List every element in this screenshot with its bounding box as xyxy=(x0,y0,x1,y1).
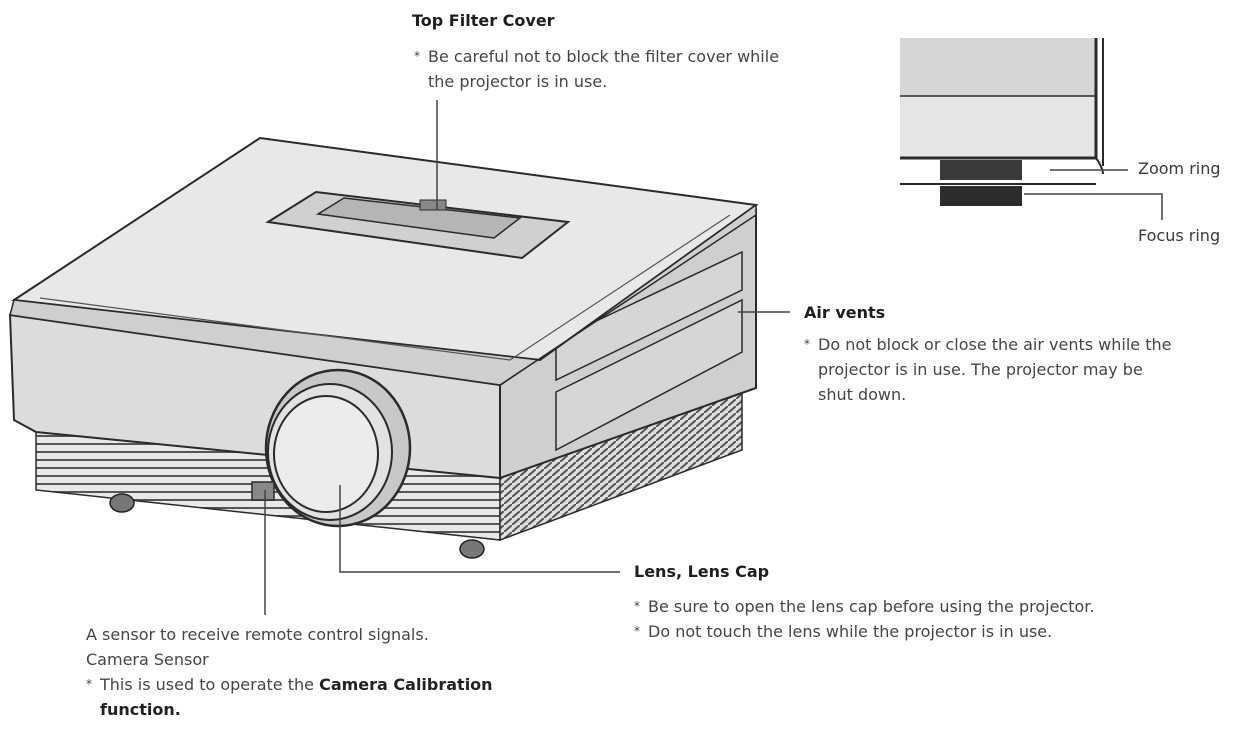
sensor-note-bold1: Camera Calibration xyxy=(319,675,493,694)
sensor-line1: A sensor to receive remote control signa… xyxy=(86,625,429,644)
note-star: * xyxy=(634,599,640,613)
lens-note1: Be sure to open the lens cap before usin… xyxy=(648,597,1095,616)
top-filter-cover-shape xyxy=(265,190,571,260)
note-star: * xyxy=(86,677,92,691)
top-filter-note-line2: the projector is in use. xyxy=(428,72,608,91)
air-vents-note-line2: projector is in use. The projector may b… xyxy=(818,360,1143,379)
sensor-note-pre: This is used to operate the xyxy=(100,675,320,694)
note-star: * xyxy=(804,337,810,351)
lens-title: Lens, Lens Cap xyxy=(634,562,770,581)
sensor-line2: Camera Sensor xyxy=(86,650,209,669)
lens-rings-inset xyxy=(900,38,1104,206)
zoom-ring-label: Zoom ring xyxy=(1138,159,1221,178)
focus-ring-label: Focus ring xyxy=(1138,226,1221,245)
air-vents-note-line3: shut down. xyxy=(818,385,907,404)
projector-feet xyxy=(109,493,485,559)
lens-assembly xyxy=(264,368,412,528)
leader-lines xyxy=(264,100,1163,615)
top-filter-cover-title: Top Filter Cover xyxy=(412,11,555,30)
note-star: * xyxy=(414,49,420,63)
lens-note2: Do not touch the lens while the projecto… xyxy=(648,622,1053,641)
note-star: * xyxy=(634,624,640,638)
air-vents-title: Air vents xyxy=(804,303,886,322)
top-filter-cover-note: * Be careful not to block the filter cove… xyxy=(414,44,874,94)
sensor-notes: A sensor to receive remote control signa… xyxy=(86,622,646,722)
camera-sensor-shape xyxy=(251,481,275,501)
air-vents-note: * Do not block or close the air vents whi… xyxy=(804,332,1254,407)
projector-top-lid xyxy=(9,136,759,386)
top-filter-note-line1: Be careful not to block the filter cover… xyxy=(428,47,780,66)
air-vents-note-line1: Do not block or close the air vents whil… xyxy=(818,335,1172,354)
lens-notes: * Be sure to open the lens cap before usi… xyxy=(634,594,1254,644)
sensor-note-bold2: function. xyxy=(100,700,181,719)
